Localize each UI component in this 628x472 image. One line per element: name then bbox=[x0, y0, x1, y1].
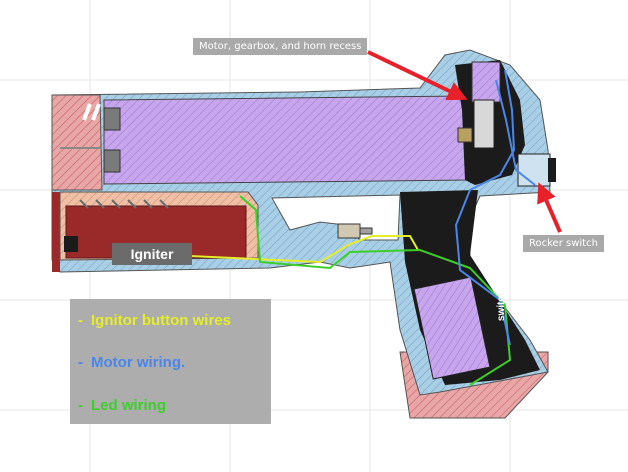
rocker-switch-toggle bbox=[548, 158, 556, 182]
legend-item-led-wiring: -Led wiring bbox=[78, 397, 166, 414]
motor-wire-blue bbox=[454, 69, 516, 346]
ignitor-wire-yellow bbox=[189, 235, 419, 264]
legend-text: Led wiring bbox=[91, 397, 166, 414]
nozzle-stripes bbox=[82, 103, 101, 121]
legend-dash: - bbox=[78, 354, 83, 371]
igniter-label: Igniter bbox=[112, 243, 192, 265]
legend-text: Motor wiring. bbox=[91, 354, 186, 371]
legend-item-motor-wiring: -Motor wiring. bbox=[78, 354, 185, 371]
rocker-switch-body bbox=[517, 153, 551, 187]
legend-text: Ignitor button wires bbox=[91, 312, 231, 329]
switch-label: switch bbox=[496, 289, 508, 322]
battery-cap-top bbox=[103, 107, 121, 131]
legend-dash: - bbox=[78, 397, 83, 414]
gearbox-component bbox=[473, 99, 495, 149]
motor-callout-arrow bbox=[367, 50, 468, 101]
rocker-switch-callout: Rocker switch bbox=[523, 235, 604, 252]
rocker-callout-arrow bbox=[537, 182, 562, 233]
igniter-button-body bbox=[337, 223, 361, 239]
igniter-button-tip bbox=[359, 227, 373, 235]
gear-wheel bbox=[457, 127, 473, 143]
chamber-spring bbox=[79, 199, 169, 209]
motor-wire-blue-2 bbox=[495, 79, 536, 186]
battery-cap-bottom bbox=[103, 149, 121, 173]
legend-item-ignitor-wires: -Ignitor button wires bbox=[78, 312, 231, 329]
rear-cap bbox=[51, 94, 103, 191]
motor-recess-callout: Motor, gearbox, and horn recess bbox=[193, 38, 368, 55]
rear-cap-lower bbox=[52, 192, 60, 272]
wiring-legend: -Ignitor button wires -Motor wiring. -Le… bbox=[70, 299, 271, 424]
legend-dash: - bbox=[78, 312, 83, 329]
grip-battery bbox=[413, 276, 491, 380]
connector-block bbox=[64, 236, 78, 252]
upper-battery-block bbox=[103, 95, 469, 185]
